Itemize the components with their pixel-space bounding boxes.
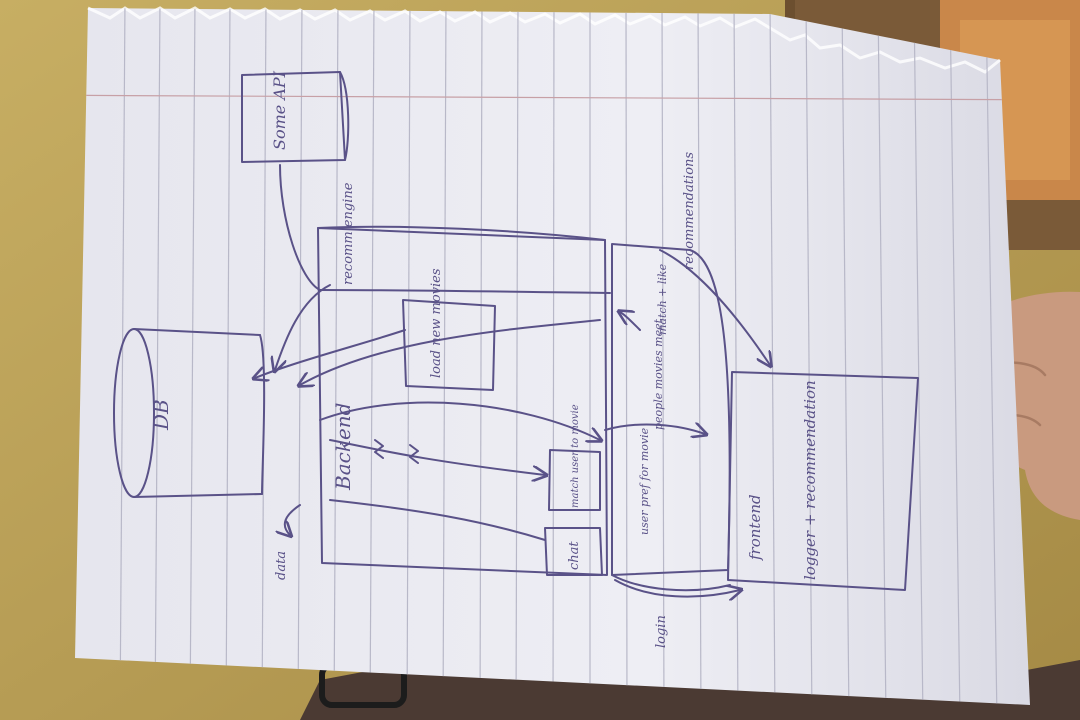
db-label: DB	[149, 399, 173, 431]
torn-edge	[87, 6, 1001, 74]
load-new-movies-label: load new movies	[429, 268, 444, 378]
logger-recommendation-label: logger + recommendation	[801, 380, 819, 580]
backend-box: Backend	[317, 227, 608, 576]
frontend-label: frontend	[746, 494, 764, 561]
recommendations-label: recommendations	[682, 152, 697, 270]
db-cylinder: DB	[113, 328, 266, 498]
match-and-like-label: match + like	[656, 263, 669, 335]
load-new-movies-box: load new movies	[402, 268, 496, 391]
some-api-box: Some API	[241, 70, 350, 163]
recommendations-box: recommendations people movies meet match…	[611, 152, 731, 576]
backend-label: Backend	[331, 403, 355, 491]
notebook-paper	[75, 8, 1030, 705]
people-movies-meet-label: people movies meet	[652, 318, 665, 430]
chat-label: chat	[567, 541, 582, 570]
recommendation-engine-label: recomm engine	[341, 182, 356, 285]
user-pref-label: user pref for movie	[638, 427, 651, 535]
frontend-box: frontend logger + recommendation	[727, 371, 919, 591]
connectors	[255, 164, 770, 597]
match-user-to-movie-box: match user to movie	[548, 404, 601, 511]
login-label: login	[654, 615, 669, 648]
chat-box: chat	[544, 527, 603, 576]
recommendation-engine-box: recomm engine	[317, 182, 611, 294]
diagram: DB Some API Backend recomm engine load n…	[113, 70, 919, 648]
data-label: data	[274, 551, 289, 580]
some-api-label: Some API	[270, 70, 289, 150]
match-user-to-movie-label: match user to movie	[570, 404, 581, 508]
